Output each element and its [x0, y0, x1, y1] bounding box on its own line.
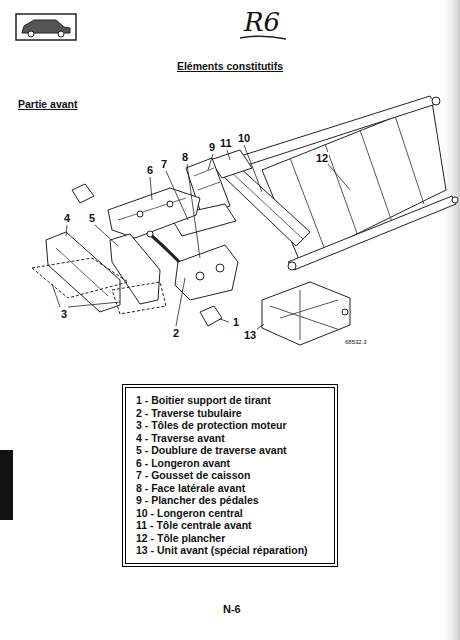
- page-number: N-6: [223, 603, 241, 615]
- legend-entry: 5 - Doublure de traverse avant: [136, 444, 324, 457]
- car-icon: [16, 14, 76, 40]
- callout-number: 4: [63, 212, 71, 224]
- legend-entry: 11 - Tôle centrale avant: [136, 519, 324, 532]
- handwritten-model: R6: [244, 8, 280, 36]
- legend-entry: 7 - Gousset de caisson: [136, 469, 324, 482]
- callout-number: 8: [181, 151, 189, 163]
- legend-entry: 10 - Longeron central: [136, 507, 324, 520]
- callout-number: 2: [172, 327, 180, 339]
- callout-number: 6: [146, 164, 154, 176]
- callout-number: 10: [237, 132, 251, 144]
- leader-lines: [52, 145, 350, 330]
- legend-entry: 6 - Longeron avant: [136, 457, 324, 470]
- legend-entry: 12 - Tôle plancher: [136, 532, 324, 545]
- callout-number: 11: [219, 137, 233, 149]
- legend-box: 1 - Boitier support de tirant2 - Travers…: [122, 384, 338, 567]
- callout-number: 3: [60, 308, 68, 320]
- legend-entry: 4 - Traverse avant: [136, 432, 324, 445]
- callout-number: 12: [315, 152, 329, 164]
- callout-number: 5: [88, 212, 96, 224]
- page-title: Eléments constitutifs: [177, 60, 283, 72]
- section-heading: Partie avant: [18, 98, 78, 110]
- legend-entry: 13 - Unit avant (spécial réparation): [136, 544, 324, 557]
- legend-entry: 8 - Face latérale avant: [136, 482, 324, 495]
- legend-entry: 2 - Traverse tubulaire: [136, 407, 324, 420]
- callout-number: 7: [160, 158, 168, 170]
- legend-entry: 9 - Plancher des pédales: [136, 494, 324, 507]
- callout-number: 13: [243, 329, 257, 341]
- legend-entry: 3 - Tôles de protection moteur: [136, 419, 324, 432]
- legend-entry: 1 - Boitier support de tirant: [136, 394, 324, 407]
- drawing-reference: 68532.3: [345, 339, 367, 345]
- callout-number: 1: [232, 316, 240, 328]
- callout-number: 9: [208, 141, 216, 153]
